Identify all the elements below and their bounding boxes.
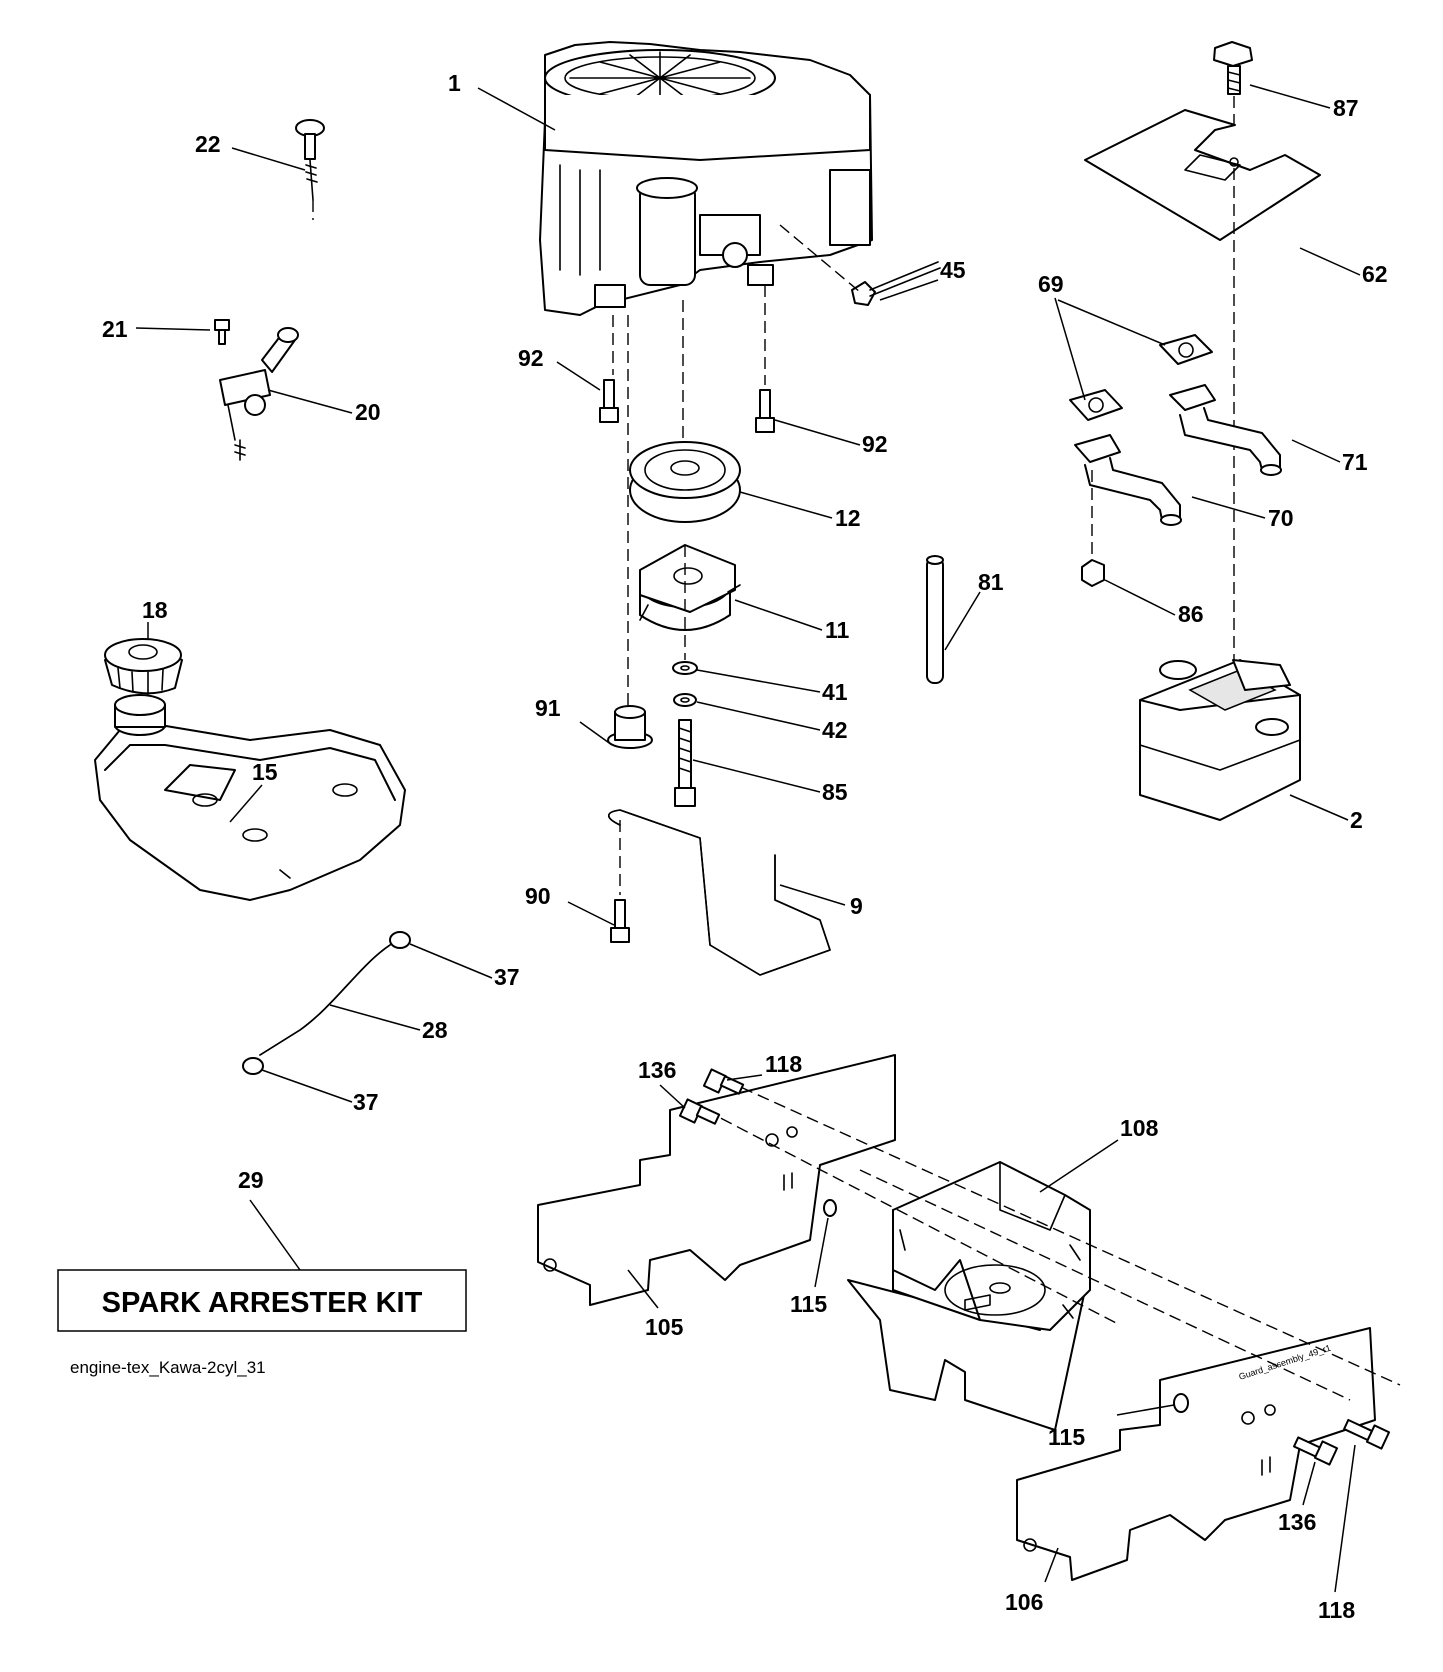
callout-12: 12	[835, 505, 861, 531]
bolt-part-118-upper	[702, 1068, 745, 1095]
clutch-part-11	[639, 544, 741, 631]
callout-92-left: 92	[518, 345, 544, 371]
muffler-part-2	[1139, 659, 1301, 821]
callout-22: 22	[195, 131, 221, 157]
callout-71: 71	[1342, 449, 1368, 475]
spark-arrester-kit-label: SPARK ARRESTER KIT	[102, 1287, 423, 1319]
callout-37-lower: 37	[353, 1089, 379, 1115]
engine-part-1	[539, 41, 873, 316]
callout-9: 9	[850, 893, 863, 919]
part-45-sensor	[851, 261, 941, 306]
throttle-part-20	[219, 327, 299, 461]
callout-85: 85	[822, 779, 848, 805]
callout-118-upper: 118	[765, 1051, 802, 1077]
fuel-line-part-28	[259, 944, 391, 1056]
callout-106: 106	[1005, 1589, 1043, 1615]
bolt-part-92-right	[755, 389, 775, 433]
callout-86: 86	[1178, 601, 1204, 627]
tube-part-81	[926, 555, 944, 684]
callout-29: 29	[238, 1167, 264, 1193]
callout-115-upper: 115	[790, 1291, 827, 1317]
callout-15: 15	[252, 759, 278, 785]
callout-21: 21	[102, 316, 128, 342]
bolt-part-90	[610, 899, 630, 943]
callout-91: 91	[535, 695, 561, 721]
callout-62: 62	[1362, 261, 1388, 287]
callout-37-upper: 37	[494, 964, 520, 990]
washer-part-42	[673, 693, 697, 707]
callout-108: 108	[1120, 1115, 1159, 1141]
callout-136-lower: 136	[1278, 1509, 1316, 1535]
guard-part-108	[847, 1161, 1091, 1431]
pulley-part-12	[629, 441, 741, 523]
callout-90: 90	[525, 883, 551, 909]
callout-118-lower: 118	[1318, 1597, 1355, 1623]
bolt-part-136-lower	[1293, 1436, 1339, 1466]
callout-1: 1	[448, 70, 461, 96]
fuel-cap-part-18	[104, 638, 183, 695]
bolt-part-85	[674, 719, 696, 807]
callout-18: 18	[142, 597, 168, 623]
exhaust-pipe-part-71	[1169, 384, 1282, 476]
shield-part-62	[1084, 109, 1321, 241]
callout-87: 87	[1333, 95, 1359, 121]
rod-part-9	[607, 809, 831, 976]
callout-92-right: 92	[862, 431, 888, 457]
bolt-part-136-upper	[678, 1098, 721, 1125]
callout-115-lower: 115	[1048, 1424, 1085, 1450]
knob-part-87	[1213, 41, 1253, 95]
gasket-part-69-left	[1069, 389, 1123, 421]
callout-11: 11	[825, 617, 850, 643]
screw-part-21	[214, 319, 230, 345]
exhaust-pipe-part-70	[1074, 434, 1182, 526]
dipstick-part-22	[295, 119, 325, 220]
callout-136-upper: 136	[638, 1057, 676, 1083]
callout-20: 20	[355, 399, 381, 425]
washer-part-115-lower	[1173, 1393, 1189, 1413]
callout-28: 28	[422, 1017, 448, 1043]
clamp-part-37-lower	[242, 1057, 264, 1075]
spark-arrester-kit-box: SPARK ARRESTER KIT	[57, 1269, 467, 1332]
callout-42: 42	[822, 717, 848, 743]
bolt-part-118-lower	[1343, 1418, 1391, 1450]
callout-2: 2	[1350, 807, 1363, 833]
washer-part-115-upper	[823, 1199, 837, 1217]
clamp-part-37-upper	[389, 931, 411, 949]
drawing-code: engine-tex_Kawa-2cyl_31	[70, 1358, 266, 1377]
leader-lines	[135, 84, 1361, 1593]
bushing-part-91	[607, 705, 653, 749]
callout-70: 70	[1268, 505, 1294, 531]
fuel-tank-part-15	[94, 694, 406, 901]
callout-45: 45	[940, 257, 966, 283]
callout-labels: 1 22 21 20 92 92 12 11 41 42 85 91 90 9 …	[102, 70, 1388, 1623]
gasket-part-69-right	[1159, 334, 1213, 365]
callout-105: 105	[645, 1314, 684, 1340]
bracket-part-105	[537, 1054, 896, 1306]
nut-part-86	[1081, 559, 1105, 587]
bolt-part-92-left	[599, 379, 619, 423]
callout-41: 41	[822, 679, 848, 705]
callout-69: 69	[1038, 271, 1064, 297]
washer-part-41	[672, 661, 698, 675]
callout-81: 81	[978, 569, 1004, 595]
